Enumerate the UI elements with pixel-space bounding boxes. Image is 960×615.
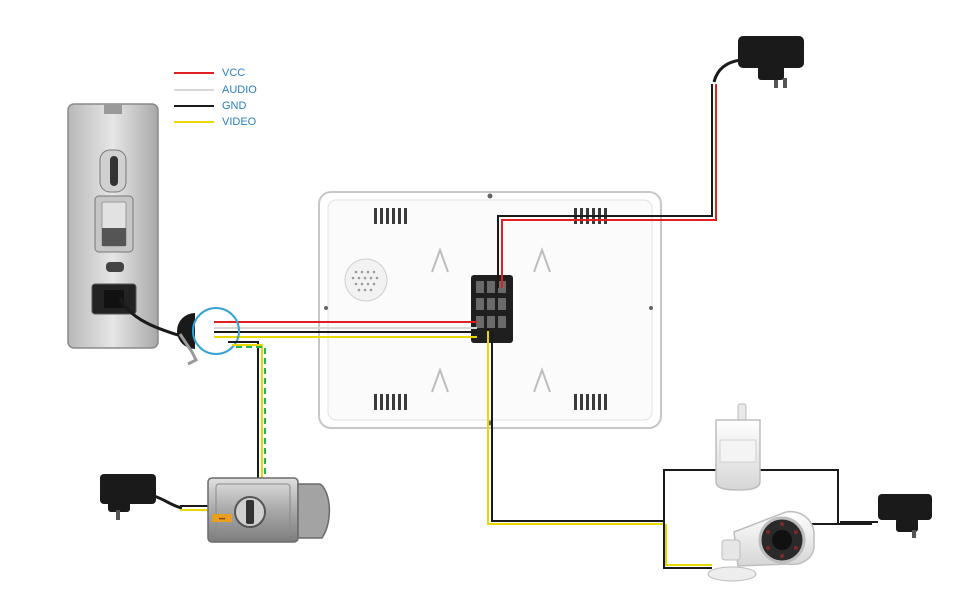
indoor-monitor	[318, 191, 662, 429]
electric-lock: •••	[207, 477, 331, 543]
power-adapter-monitor	[712, 36, 804, 88]
monitor-hook	[431, 367, 449, 393]
door-to-monitor-wires	[214, 321, 477, 338]
connection-highlight-circle	[192, 307, 240, 355]
legend-label-audio: AUDIO	[222, 84, 257, 96]
monitor-connector-ports	[476, 281, 506, 328]
lock-bolt	[297, 483, 331, 539]
lock-power-wires	[180, 505, 210, 511]
legend-item-video: VIDEO	[174, 115, 256, 129]
cctv-camera	[707, 510, 815, 582]
legend-swatch-video	[174, 121, 214, 123]
legend-swatch-audio	[174, 89, 214, 91]
legend-label-gnd: GND	[222, 100, 247, 112]
monitor-hook	[533, 367, 551, 393]
camera-sensor-loop	[663, 469, 878, 569]
door-station-plug	[177, 313, 195, 349]
monitor-to-camera-wires	[487, 331, 664, 525]
lock-sticker: •••	[219, 517, 225, 523]
monitor-speaker-holes	[351, 270, 379, 292]
door-station-bracket	[178, 333, 199, 366]
monitor-speaker-grille	[344, 258, 388, 302]
legend-item-gnd: GND	[174, 99, 246, 113]
monitor-vent-bottom-left	[374, 394, 407, 410]
legend-item-audio: AUDIO	[174, 83, 257, 97]
legend-item-vcc: VCC	[174, 66, 245, 80]
adapter-to-monitor-wires	[497, 84, 717, 288]
legend-swatch-vcc	[174, 72, 214, 74]
door-station	[67, 103, 159, 349]
pir-motion-sensor	[715, 403, 761, 491]
monitor-hook	[533, 247, 551, 273]
lock-wires	[228, 341, 266, 480]
power-adapter-lock	[100, 474, 183, 520]
monitor-vent-top-left	[374, 208, 407, 224]
monitor-vent-bottom-right	[574, 394, 607, 410]
legend-swatch-gnd	[174, 105, 214, 107]
power-adapter-camera	[878, 494, 932, 538]
legend-label-vcc: VCC	[222, 67, 246, 79]
monitor-hook	[431, 247, 449, 273]
legend-label-video: VIDEO	[222, 116, 257, 128]
